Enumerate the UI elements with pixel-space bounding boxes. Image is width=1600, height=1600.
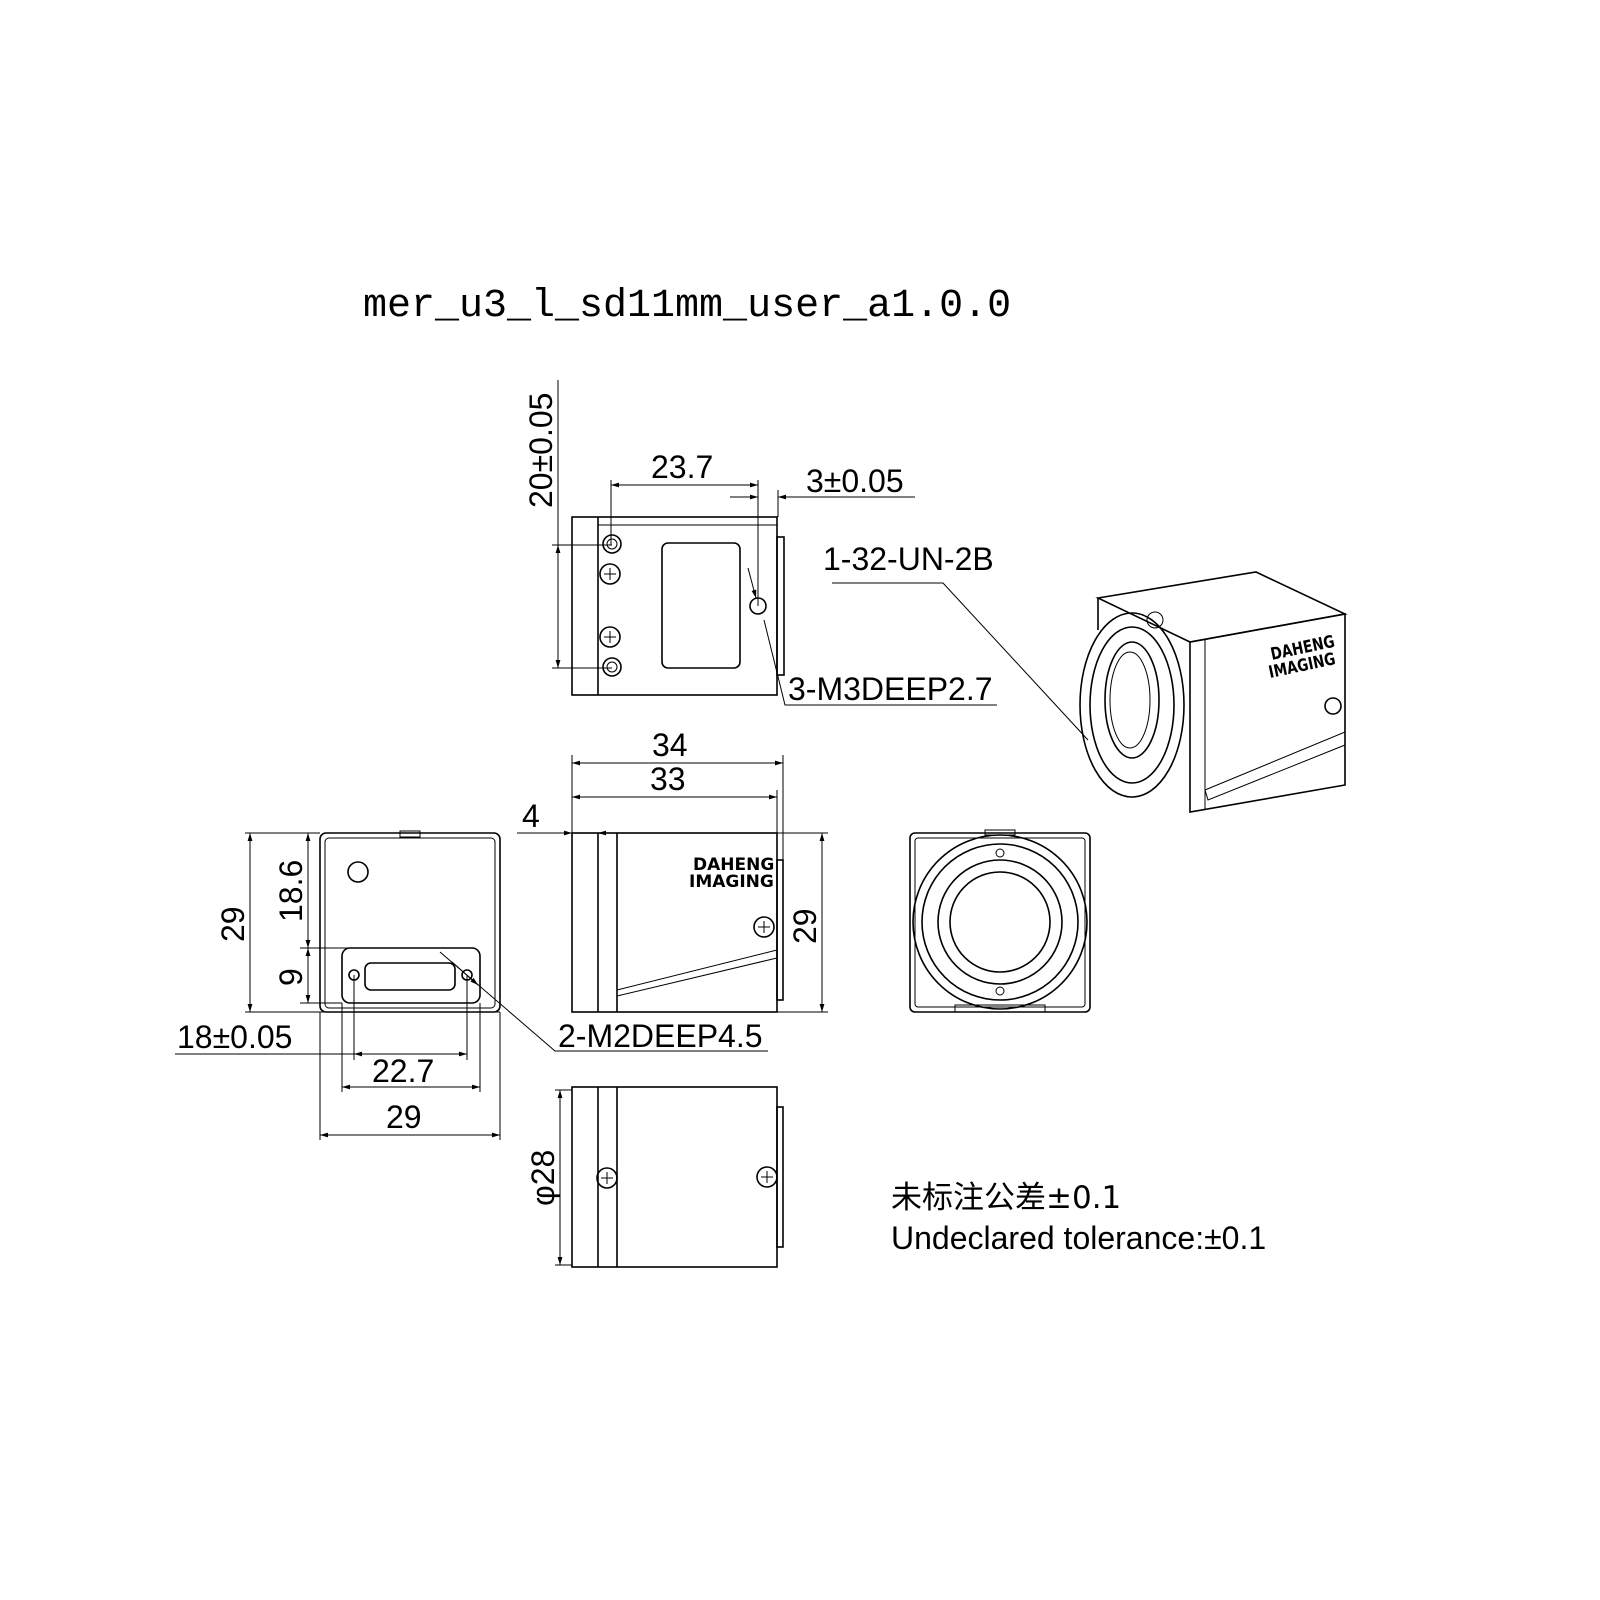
bottom-view: φ28 xyxy=(525,1086,784,1268)
dim-height-20: 20±0.05 xyxy=(523,393,559,508)
dim-29-width: 29 xyxy=(386,1099,422,1135)
dim-29-side: 29 xyxy=(787,908,823,944)
front-view xyxy=(909,829,1091,1013)
screw-icon xyxy=(599,626,621,648)
drawing-title: mer_u3_l_sd11mm_user_a1.0.0 xyxy=(363,284,1011,329)
window xyxy=(661,542,741,669)
back-view: 29 18.6 9 18±0.05 22.7 29 2-M2DEEP4.5 xyxy=(175,830,768,1140)
m3-hole-callout: 3-M3DEEP2.7 xyxy=(788,671,993,707)
screw-icon xyxy=(596,1167,618,1189)
dim-diameter-28: φ28 xyxy=(525,1150,561,1206)
dim-29-height: 29 xyxy=(215,906,251,942)
thread-callout: 1-32-UN-2B xyxy=(823,541,994,577)
m2-hole-callout: 2-M2DEEP4.5 xyxy=(558,1018,763,1054)
dim-18-6: 18.6 xyxy=(273,860,309,922)
dim-9: 9 xyxy=(273,968,309,986)
screw-icon xyxy=(599,563,621,585)
usb-port xyxy=(364,962,456,991)
dim-34: 34 xyxy=(652,727,688,763)
dim-18-tol: 18±0.05 xyxy=(177,1019,292,1055)
screw-icon xyxy=(753,916,775,938)
daheng-logo: DAHENG xyxy=(693,855,774,875)
side-view: DAHENG IMAGING 34 33 4 29 xyxy=(517,727,828,1013)
tolerance-note-cn: 未标注公差±0.1 xyxy=(891,1180,1121,1216)
screw-icon xyxy=(1324,697,1342,715)
imaging-logo: IMAGING xyxy=(689,872,774,892)
usb3-connector xyxy=(341,947,481,1004)
tolerance-note-en: Undeclared tolerance:±0.1 xyxy=(891,1220,1266,1256)
dim-4: 4 xyxy=(522,798,540,834)
dim-33: 33 xyxy=(650,761,686,797)
dim-23-7: 23.7 xyxy=(651,449,713,485)
top-view: 20±0.05 23.7 3±0.05 1-32-UN-2B 3-M3DEEP2… xyxy=(523,380,1089,741)
isometric-view: DAHENG IMAGING xyxy=(1079,571,1348,813)
dim-3-offset: 3±0.05 xyxy=(806,463,904,499)
screw-icon xyxy=(756,1166,778,1188)
dim-22-7: 22.7 xyxy=(372,1053,434,1089)
